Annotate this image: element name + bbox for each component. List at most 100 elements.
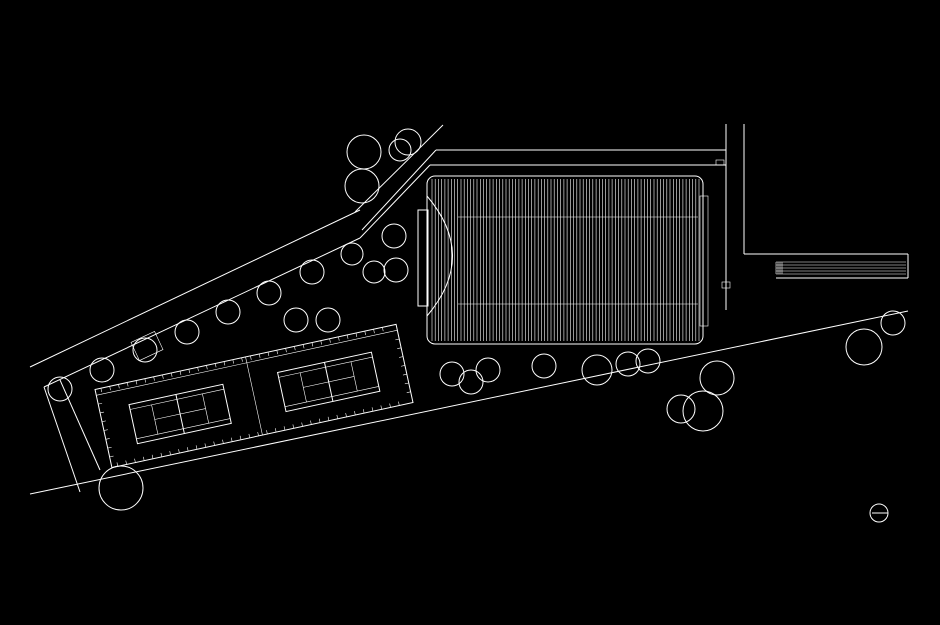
tree [215, 299, 241, 325]
fence-tick [345, 412, 347, 417]
fence-tick [100, 388, 103, 393]
hall-entrance-curve [426, 195, 453, 317]
tree [174, 319, 200, 345]
fence-tick [294, 346, 296, 351]
fence-tick [109, 455, 114, 458]
fence-tick [206, 365, 208, 370]
fence-tick [153, 376, 155, 381]
fence-tick [222, 439, 224, 444]
fence-tick [371, 407, 374, 412]
hall-side-annex [699, 195, 709, 327]
fence-tick [292, 424, 295, 429]
tree [699, 360, 735, 396]
tree [315, 307, 341, 333]
fence-tick [274, 428, 277, 433]
fence-tick [103, 429, 108, 431]
tennis-court-1 [128, 383, 232, 445]
hall-roof-ribs [431, 179, 700, 341]
fence-tick [162, 374, 164, 379]
court-1-net [175, 394, 185, 434]
fence-tick [398, 401, 400, 406]
tennis-court-area [94, 323, 414, 469]
tree [383, 257, 409, 283]
fence-tick [195, 445, 198, 450]
court-divider [245, 356, 263, 436]
tree [299, 259, 325, 285]
upper-road-edge [29, 209, 361, 368]
trees [47, 128, 906, 511]
fence-tick [389, 403, 391, 408]
fence-tick [285, 348, 287, 353]
diagonal-path-edge-1 [354, 124, 444, 213]
fence-tick [170, 372, 173, 377]
fence-tick [329, 338, 331, 343]
tree [344, 168, 380, 204]
fence-tick [107, 446, 112, 449]
fence-tick [232, 359, 234, 364]
fence-tick [382, 327, 384, 332]
entrance-marker [715, 159, 725, 166]
tree [362, 260, 386, 284]
tree [388, 138, 412, 162]
fence-tick [336, 414, 339, 419]
court-2-net [323, 362, 334, 402]
fence-tick [250, 355, 252, 360]
north-arrow-icon [869, 503, 889, 523]
fence-tick [241, 357, 243, 362]
tree [283, 307, 309, 333]
fence-tick [257, 431, 259, 437]
fence-tick [118, 384, 120, 389]
fence-tick [144, 378, 147, 383]
fence-tick [160, 452, 163, 457]
fence-tick [178, 449, 180, 454]
fence-tick [105, 438, 110, 440]
fence-tick [116, 462, 119, 467]
tree [845, 328, 883, 366]
fence-tick [354, 411, 356, 416]
tennis-court-enclosure [94, 323, 414, 469]
fence-tick [320, 340, 322, 345]
tree [531, 353, 557, 379]
sports-hall [417, 175, 709, 345]
tree [98, 465, 144, 511]
fence-tick [393, 329, 398, 332]
tree [581, 354, 613, 386]
fence-tick [302, 344, 305, 349]
fence-tick [327, 416, 330, 421]
fence-tick [402, 373, 407, 376]
street-steps [775, 261, 906, 275]
fence-tick [197, 367, 199, 372]
fence-tick [179, 370, 182, 376]
fence-tick [151, 454, 154, 459]
fence-tick [231, 437, 233, 442]
fence-tick [134, 458, 136, 463]
fence-tick [310, 420, 312, 425]
tree [635, 348, 661, 374]
fence-tick [355, 332, 358, 337]
fence-tick [318, 418, 321, 423]
fence-tick [338, 336, 340, 341]
fence-tick [214, 363, 217, 368]
fence-tick [239, 435, 242, 440]
court-1-outer-line [128, 383, 232, 445]
site-boundaries [29, 124, 909, 495]
fence-tick [380, 405, 382, 410]
fence-tick [98, 402, 103, 405]
tree [89, 357, 115, 383]
tree [458, 369, 484, 395]
fence-tick [397, 347, 402, 349]
fence-tick [373, 329, 375, 334]
fence-tick [188, 369, 190, 374]
diagonal-path-edge-2 [361, 149, 437, 231]
fence-tick [258, 353, 261, 358]
tree [682, 390, 724, 432]
fence-tick [362, 409, 365, 414]
tree [132, 337, 158, 363]
fence-tick [100, 411, 105, 414]
fence-tick [248, 433, 251, 438]
left-site-edge-1 [43, 386, 81, 493]
tree [439, 361, 465, 387]
gate-marker [721, 281, 731, 289]
fence-tick [125, 460, 127, 465]
fence-tick [266, 430, 268, 435]
